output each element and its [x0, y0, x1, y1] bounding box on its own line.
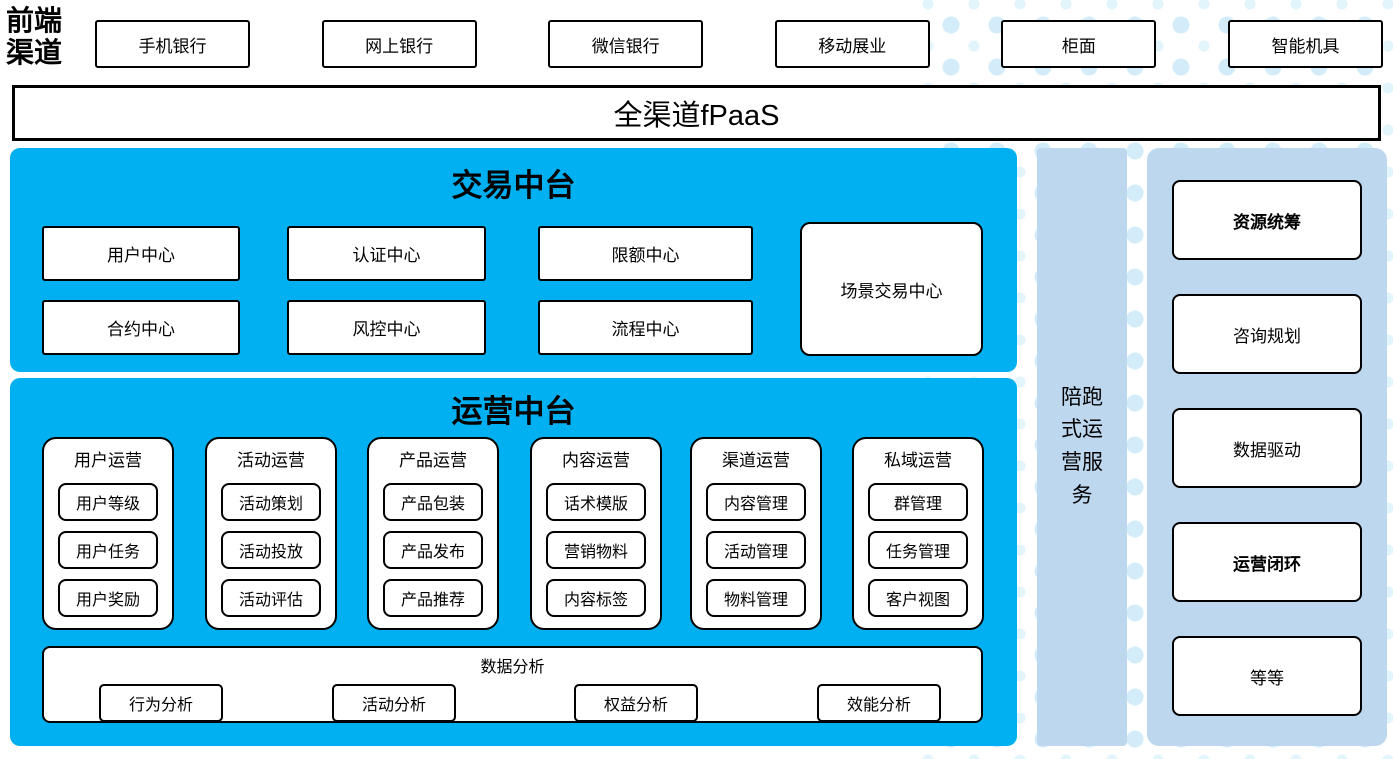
service-panel: 资源统筹 咨询规划 数据驱动 运营闭环 等等 — [1147, 148, 1387, 746]
service-box: 资源统筹 — [1172, 180, 1362, 260]
ops-item: 群管理 — [868, 483, 968, 521]
service-box: 等等 — [1172, 636, 1362, 716]
ops-item: 活动管理 — [706, 531, 806, 569]
data-analysis-title: 数据分析 — [480, 659, 545, 676]
analysis-item: 行为分析 — [99, 684, 223, 722]
ops-item: 活动投放 — [221, 531, 321, 569]
service-box: 运营闭环 — [1172, 522, 1362, 602]
ops-item: 产品包装 — [383, 483, 483, 521]
ops-column-title: 私域运营 — [884, 451, 952, 470]
trade-center-box: 限额中心 — [538, 226, 753, 281]
ops-column: 活动运营 活动策划 活动投放 活动评估 — [205, 437, 337, 630]
analysis-item: 效能分析 — [817, 684, 941, 722]
ops-column: 渠道运营 内容管理 活动管理 物料管理 — [690, 437, 822, 630]
ops-item: 用户任务 — [58, 531, 158, 569]
trade-platform-section: 交易中台 用户中心 认证中心 限额中心 合约中心 风控中心 流程中心 场景交易中… — [10, 148, 1017, 372]
ops-column-title: 产品运营 — [399, 451, 467, 470]
trade-center-box: 流程中心 — [538, 300, 753, 355]
ops-item: 客户视图 — [868, 579, 968, 617]
trade-center-box: 风控中心 — [287, 300, 486, 355]
ops-item: 话术模版 — [546, 483, 646, 521]
ops-item: 营销物料 — [546, 531, 646, 569]
scene-trade-center-box: 场景交易中心 — [800, 222, 983, 356]
trade-center-box: 认证中心 — [287, 226, 486, 281]
data-analysis-bar: 数据分析 行为分析 活动分析 权益分析 效能分析 — [42, 646, 983, 723]
ops-item: 用户等级 — [58, 483, 158, 521]
ops-item: 用户奖励 — [58, 579, 158, 617]
ops-item: 任务管理 — [868, 531, 968, 569]
ops-item: 物料管理 — [706, 579, 806, 617]
ops-item: 活动评估 — [221, 579, 321, 617]
ops-item: 产品发布 — [383, 531, 483, 569]
channel-box: 移动展业 — [774, 20, 930, 68]
trade-platform-title: 交易中台 — [451, 168, 576, 203]
front-channels-row: 手机银行 网上银行 微信银行 移动展业 柜面 智能机具 — [95, 20, 1383, 68]
ops-column-title: 内容运营 — [562, 451, 630, 470]
channel-box: 智能机具 — [1227, 20, 1383, 68]
ops-column: 用户运营 用户等级 用户任务 用户奖励 — [42, 437, 174, 630]
ops-column: 私域运营 群管理 任务管理 客户视图 — [852, 437, 984, 630]
side-service-strip: 陪跑式运营服务 — [1037, 148, 1127, 746]
ops-item: 内容标签 — [546, 579, 646, 617]
channel-box: 手机银行 — [95, 20, 250, 68]
service-box: 数据驱动 — [1172, 408, 1362, 488]
ops-column: 产品运营 产品包装 产品发布 产品推荐 — [367, 437, 499, 630]
ops-column-title: 渠道运营 — [722, 451, 790, 470]
ops-column-title: 用户运营 — [74, 451, 142, 470]
analysis-item: 权益分析 — [574, 684, 698, 722]
side-service-label: 陪跑式运营服务 — [1061, 385, 1103, 507]
channel-box: 网上银行 — [321, 20, 477, 68]
ops-item: 产品推荐 — [383, 579, 483, 617]
front-channels-label: 前端渠道 — [6, 6, 63, 70]
trade-center-box: 用户中心 — [42, 226, 240, 281]
ops-platform-section: 运营中台 用户运营 用户等级 用户任务 用户奖励 活动运营 活动策划 活动投放 … — [10, 378, 1017, 746]
channel-box: 柜面 — [1001, 20, 1157, 68]
channel-box: 微信银行 — [548, 20, 704, 68]
ops-item: 活动策划 — [221, 483, 321, 521]
ops-platform-title: 运营中台 — [451, 394, 576, 429]
ops-item: 内容管理 — [706, 483, 806, 521]
service-box: 咨询规划 — [1172, 294, 1362, 374]
ops-column-title: 活动运营 — [237, 451, 305, 470]
trade-center-box: 合约中心 — [42, 300, 240, 355]
ops-column: 内容运营 话术模版 营销物料 内容标签 — [530, 437, 662, 630]
fpaas-bar: 全渠道fPaaS — [12, 85, 1381, 141]
analysis-item: 活动分析 — [332, 684, 456, 722]
